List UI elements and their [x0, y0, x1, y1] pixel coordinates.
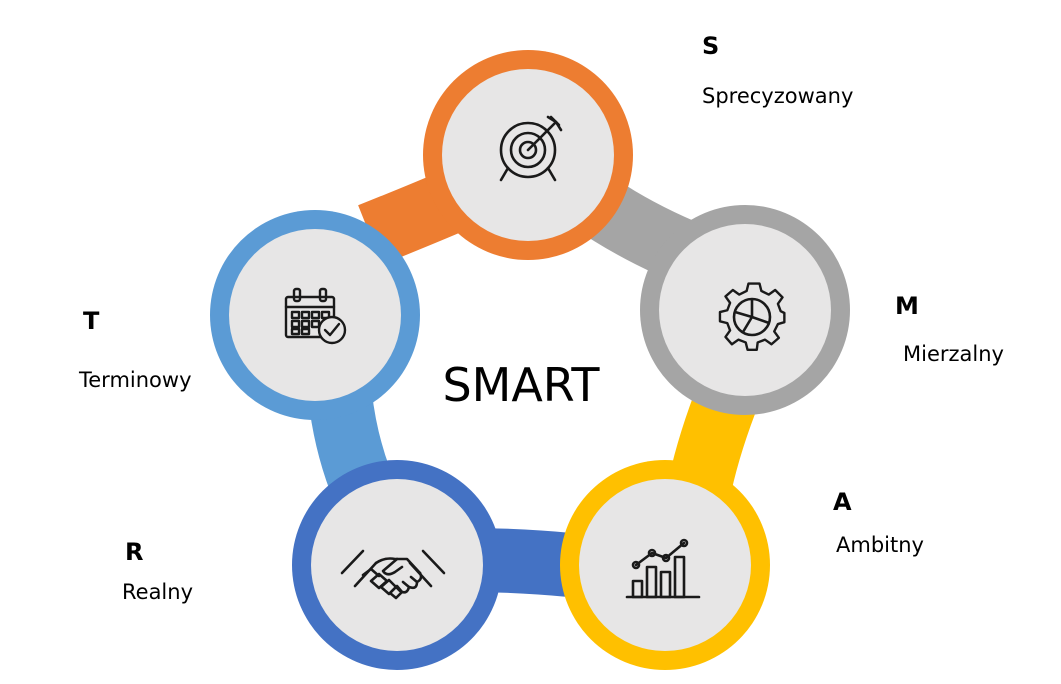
word-realny: Realny: [122, 580, 194, 604]
calendar-check-icon: [284, 287, 347, 345]
bar-chart-icon: [625, 538, 701, 599]
word-sprecyzowany: Sprecyzowany: [702, 84, 854, 108]
center-title: SMART: [442, 358, 600, 412]
letter-m: M: [895, 292, 919, 320]
letter-s: S: [702, 32, 720, 60]
letter-a: A: [833, 488, 852, 516]
target-icon: [499, 115, 563, 182]
letter-t: T: [83, 307, 100, 335]
ring-center-hole: [398, 257, 652, 520]
ring-inner-circles: [229, 69, 831, 651]
handshake-icon: [340, 549, 446, 600]
word-terminowy: Terminowy: [79, 368, 192, 392]
word-ambitny: Ambitny: [836, 533, 924, 557]
word-mierzalny: Mierzalny: [903, 342, 1004, 366]
gear-chart-icon: [718, 282, 786, 351]
letter-r: R: [125, 538, 144, 566]
